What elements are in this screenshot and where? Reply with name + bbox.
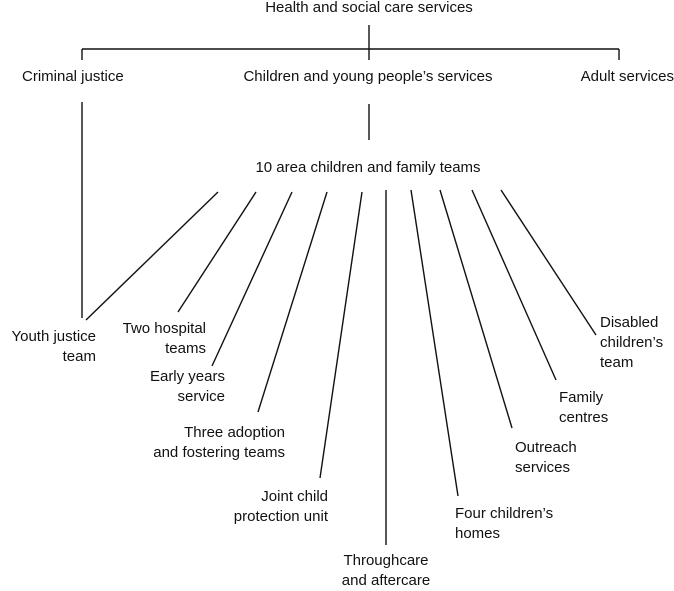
two-hospital-line2: teams xyxy=(165,340,206,357)
family-centres-line1: Family xyxy=(559,389,604,406)
disabled-line1: Disabled xyxy=(600,314,659,331)
early-years-line1: Early years xyxy=(149,368,225,385)
joint-child-line1: Joint child xyxy=(261,488,328,505)
node-throughcare: Throughcare and aftercare xyxy=(342,551,430,591)
family-centres-line2: centres xyxy=(559,409,609,426)
node-four-homes: Four children’s homes xyxy=(455,504,553,544)
node-children-services: Children and young people’s services xyxy=(243,67,492,87)
disabled-line2: children’s xyxy=(600,334,664,351)
node-youth-justice: Youth justice team xyxy=(11,327,96,367)
four-homes-line2: homes xyxy=(455,525,501,542)
line-fan-joint xyxy=(319,191,363,479)
line-fan-adoption xyxy=(257,191,328,413)
line-fan-family xyxy=(471,189,557,381)
line-fan-outreach xyxy=(439,189,513,429)
disabled-line3: team xyxy=(600,354,634,371)
node-joint-child: Joint child protection unit xyxy=(234,487,328,527)
criminal-justice-label: Criminal justice xyxy=(22,68,124,85)
node-disabled: Disabled children’s team xyxy=(600,313,663,373)
throughcare-line2: and aftercare xyxy=(341,572,431,589)
line-fan-four xyxy=(410,189,459,497)
node-area-teams: 10 area children and family teams xyxy=(255,158,480,178)
node-family-centres: Family centres xyxy=(559,388,608,428)
line-fan-early xyxy=(211,191,293,367)
line-fan-hospital xyxy=(177,191,257,313)
adult-services-label: Adult services xyxy=(580,68,674,85)
node-outreach: Outreach services xyxy=(515,438,577,478)
three-adoption-line1: Three adoption xyxy=(184,424,285,441)
throughcare-line1: Throughcare xyxy=(343,552,429,569)
outreach-line2: services xyxy=(515,459,571,476)
line-fan-disabled xyxy=(500,189,597,336)
area-teams-label: 10 area children and family teams xyxy=(255,159,481,176)
node-criminal-justice: Criminal justice xyxy=(22,67,124,87)
node-two-hospital: Two hospital teams xyxy=(123,319,206,359)
node-three-adoption: Three adoption and fostering teams xyxy=(153,423,285,463)
two-hospital-line1: Two hospital xyxy=(122,320,206,337)
root-node: Health and social care services xyxy=(265,0,473,18)
youth-justice-line2: team xyxy=(62,348,96,365)
joint-child-line2: protection unit xyxy=(233,508,328,525)
root-label: Health and social care services xyxy=(265,0,473,16)
node-adult-services: Adult services xyxy=(581,67,674,87)
four-homes-line1: Four children’s xyxy=(455,505,554,522)
three-adoption-line2: and fostering teams xyxy=(153,444,285,461)
outreach-line1: Outreach xyxy=(515,439,577,456)
children-services-label: Children and young people’s services xyxy=(243,68,493,85)
line-fan-youth xyxy=(85,191,219,321)
node-early-years: Early years service xyxy=(150,367,225,407)
early-years-line2: service xyxy=(177,388,225,405)
youth-justice-line1: Youth justice xyxy=(11,328,96,345)
